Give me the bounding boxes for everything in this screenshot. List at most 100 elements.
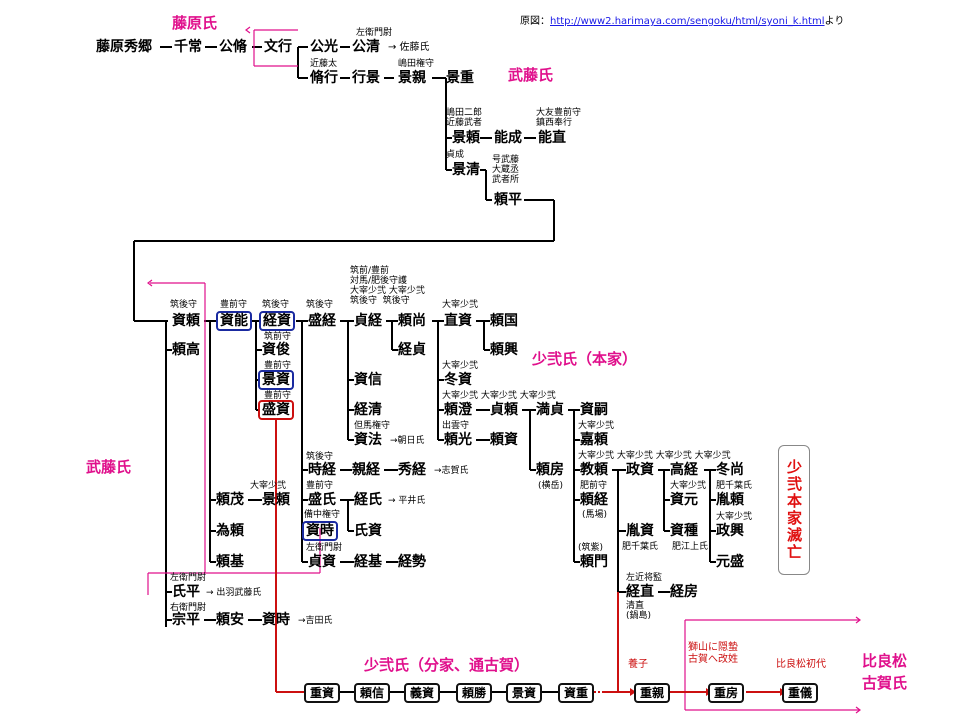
person-sadasuke: 貞資 (308, 554, 336, 570)
note-hiramatsu: 比良松初代 (776, 659, 826, 670)
person-sukeyori3: 資時 (302, 521, 338, 541)
note-yoshinao: 大友豊前守 鎮西奉行 (536, 108, 582, 128)
person-tametoki: 為頼 (216, 523, 244, 539)
branch-box-1: 頼信 (354, 683, 391, 703)
note-chikasuke: 肥千葉氏 (622, 542, 659, 552)
person-tsunesuke: 経資 (259, 311, 295, 331)
person-yorisuke: 頼資 (490, 432, 518, 448)
note-ujihira: 左衛門尉 (170, 573, 207, 583)
link-shiga: →志賀氏 (434, 466, 469, 476)
person-moritsune: 盛経 (308, 313, 336, 329)
source-suffix: より (824, 16, 845, 27)
person-sukeyasu: 資時 (262, 612, 290, 628)
person-chikatsune: 親経 (352, 462, 380, 478)
person-naosuke: 直資 (444, 313, 472, 329)
person-yorihira: 頼平 (494, 192, 522, 208)
person-shigechika: 重親 (634, 683, 671, 703)
person-shigefusa: 重房 (708, 683, 745, 703)
note-tsunenao-sub: 清直 (鍋島) (626, 601, 652, 621)
note-suketoshi-a: 豊前守 (220, 300, 248, 310)
note-fuyusuke: 大宰少弐 (442, 361, 479, 371)
person-fuyuhisa: 冬尚 (716, 462, 744, 478)
note-sukemoto: 大宰少弐 (670, 481, 707, 491)
person-tsunenao: 経直 (626, 584, 654, 600)
note-masaoki: 大宰少弐 (716, 512, 753, 522)
branch-box-5: 資重 (558, 683, 595, 703)
person-hidesato: 藤原秀郷 (96, 39, 152, 55)
person-tsunemoto: 経基 (354, 554, 382, 570)
person-yorikuni: 頼国 (490, 313, 518, 329)
source-link[interactable]: http://www2.harimaya.com/sengoku/html/sy… (550, 16, 825, 27)
person-tsunefusa: 経房 (670, 584, 698, 600)
link-yoshida: →吉田氏 (298, 616, 333, 626)
person-sukenobu: 資信 (354, 372, 382, 388)
person-yoshinao: 能直 (538, 130, 566, 146)
note-yorikado: (筑紫) (578, 543, 604, 553)
source-prefix: 原図： (520, 16, 550, 27)
note-takeyori: 大宰少弐 大宰少弐 大宰少弐 大宰少弐 (578, 451, 731, 461)
note-kagesuke: 豊前守 (264, 361, 292, 371)
person-kinmitsu: 公光 (310, 39, 338, 55)
person-sukemoto: 資元 (670, 492, 698, 508)
person-yorishige: 頼茂 (216, 492, 244, 508)
person-tsuneuji: 経氏 (354, 492, 382, 508)
person-munehira: 宗平 (172, 612, 200, 628)
link-hirai: → 平井氏 (388, 496, 426, 506)
title-muto-top: 武藤氏 (508, 66, 554, 84)
person-fuyusuke: 冬資 (444, 372, 472, 388)
note-moritsune: 筑後守 (306, 300, 334, 310)
person-morisuke: 盛資 (258, 400, 294, 420)
person-suketane: 資種 (670, 523, 698, 539)
person-masaoki: 政興 (716, 523, 744, 539)
person-yorioki: 頼興 (490, 342, 518, 358)
title-hiramatsu-1: 比良松 (862, 652, 908, 670)
note-morisuke: 豊前守 (264, 391, 292, 401)
person-sukeyuki: 脩行 (310, 70, 338, 86)
person-takeyori: 教頼 (580, 462, 608, 478)
person-chikayori: 胤頼 (716, 492, 744, 508)
person-yorikado: 頼門 (580, 554, 608, 570)
person-tokitsune: 時経 (308, 462, 336, 478)
person-tsunekiyo: 経清 (354, 402, 382, 418)
title-shoni-branch: 少弐氏（分家、通古賀） (364, 656, 530, 674)
person-yoritaka: 頼高 (172, 342, 200, 358)
note-yoritsune: 肥前守 (580, 481, 608, 491)
note-kageyori: 嶋田二郎 近藤武者 (446, 108, 483, 128)
note-yorizumi: 大宰少弐 大宰少弐 大宰少弐 (442, 391, 556, 401)
note-sukeyuki: 近藤太 (310, 59, 338, 69)
note-tsunesuke: 筑後守 (262, 300, 290, 310)
note-yoshiyori: 大宰少弐 (578, 421, 615, 431)
person-yukikage: 行景 (352, 70, 380, 86)
branch-box-2: 義資 (404, 683, 441, 703)
person-chitsune: 千常 (174, 39, 202, 55)
person-yorimoto: 頼基 (216, 554, 244, 570)
note-yorimitsu: 出雲守 (442, 421, 470, 431)
note-yorifusa: (横岳) (538, 481, 564, 491)
person-ujihira: 氏平 (172, 584, 200, 600)
person-kagechika: 景親 (398, 70, 426, 86)
link-asahi: →朝日氏 (390, 436, 425, 446)
person-sukenori: 資法 (354, 432, 382, 448)
source-citation: 原図：http://www2.harimaya.com/sengoku/html… (520, 12, 844, 27)
person-kinkiyo: 公清 (352, 39, 380, 55)
person-suketoshi-a: 資能 (216, 311, 252, 331)
person-kagesuke: 景資 (258, 370, 294, 390)
note-hermit: 獅山に隠蟄 古賀へ改姓 (688, 642, 738, 665)
person-takatsune: 高経 (670, 462, 698, 478)
person-sadayori: 貞頼 (490, 402, 518, 418)
note-kagekiyo: 貞成 (446, 150, 465, 160)
person-masasuke: 政資 (626, 462, 654, 478)
note-tokitsune: 筑後守 (306, 452, 334, 462)
person-kageshige: 景重 (446, 70, 474, 86)
branch-box-4: 景資 (506, 683, 543, 703)
person-kagekiyo: 景清 (452, 162, 480, 178)
person-ujisuke: 氏資 (354, 523, 382, 539)
person-yorihisa: 頼尚 (398, 313, 426, 329)
person-yoritsune: 頼経 (580, 492, 608, 508)
person-sadatsune: 貞経 (354, 313, 382, 329)
link-dewa: → 出羽武藤氏 (206, 588, 262, 598)
title-fujiwara: 藤原氏 (172, 14, 218, 32)
person-yorimitsu: 頼光 (444, 432, 472, 448)
note-naosuke: 大宰少弐 (442, 300, 479, 310)
person-chikasuke: 胤資 (626, 523, 654, 539)
